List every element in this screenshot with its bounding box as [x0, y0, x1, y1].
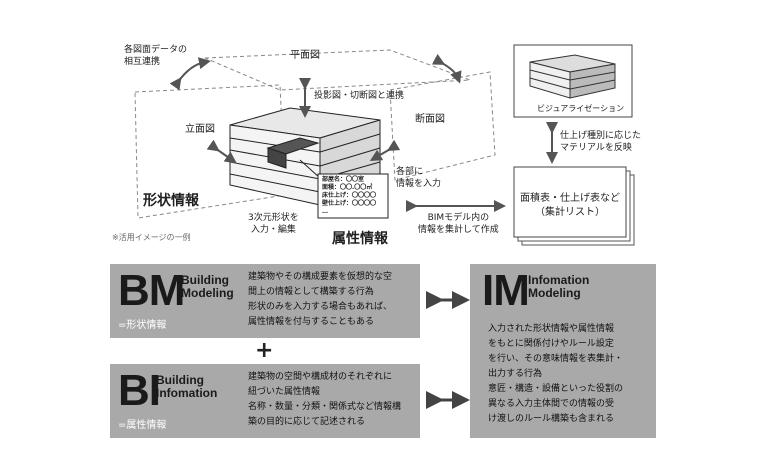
caption-note: ※活用イメージの一例: [112, 233, 191, 242]
plan-label: 平面図: [290, 50, 320, 61]
shape-info-label: 形状情報: [143, 193, 199, 209]
im-letters: IM: [482, 266, 530, 315]
attribute-info-label: 属性情報: [332, 231, 388, 247]
building-model: [229, 107, 381, 206]
aggregate-label: BIMモデル内の 情報を集計して作成: [418, 213, 499, 235]
visualization-building: [529, 54, 616, 99]
material-note-label: 仕上げ種別に応じた マテリアルを反映: [560, 131, 642, 153]
section-building-arrow: [369, 139, 401, 162]
bi-subtitle: Building Infomation: [156, 373, 218, 400]
plan-sheet: [204, 49, 471, 91]
each-part-label: 各部に 情報を入力: [396, 167, 442, 189]
connector-arrows: [426, 291, 470, 409]
bm-subtitle: Building Modeling: [181, 273, 234, 300]
bm-panel: BM Building Modeling =形状情報 建築物やその構成要素を仮想…: [110, 264, 420, 338]
elevation-label: 立面図: [185, 124, 215, 135]
bim-illustration: [134, 44, 635, 246]
report-card: [513, 166, 627, 238]
bm-description: 建築物やその構成要素を仮想的な空 間上の情報として構築する行為 形状のみを入力す…: [248, 272, 393, 327]
elevation-arrow: [206, 139, 237, 164]
bi-panel: BI Building Infomation =属性情報 建築物の空間や構成材の…: [110, 364, 420, 438]
report-label: 面積表・仕上げ表など （集計リスト）: [520, 193, 620, 218]
plus-sign: +: [255, 338, 274, 363]
bi-description: 建築物の空間や構成材のそれぞれに 紐づいた属性情報 名称・数量・分類・関係式など…: [248, 372, 402, 427]
mutual-link-arrow: [169, 57, 211, 91]
bm-tag: =形状情報: [118, 320, 167, 331]
bm-letters: BM: [118, 266, 185, 315]
input-edit-label: 3次元形状を 入力・編集: [248, 213, 299, 235]
projection-link-label: 投影図・切断図と連携: [314, 91, 405, 101]
visualization-label: ビジュアライゼーション: [537, 104, 625, 113]
bi-tag: =属性情報: [118, 420, 167, 431]
room-info-text: 部屋名：〇〇室 面積：〇〇.〇〇㎡ 床仕上げ：〇〇〇〇 壁仕上げ：〇〇〇〇 …: [322, 176, 377, 215]
mutual-link-label: 各図面データの 相互連携: [124, 45, 188, 67]
im-subtitle: Infomation Modeling: [528, 273, 590, 300]
im-description: 入力された形状情報や属性情報 をもとに関係付けやルール設定 を行い、その意味情報…: [488, 324, 624, 424]
section-label: 断面図: [415, 114, 445, 125]
bi-letters: BI: [118, 366, 161, 415]
im-panel: IM Infomation Modeling 入力された形状情報や属性情報 をも…: [470, 264, 656, 438]
section-sheet: [389, 71, 496, 181]
section-arrow: [431, 53, 462, 84]
room-info-card: [317, 173, 389, 219]
